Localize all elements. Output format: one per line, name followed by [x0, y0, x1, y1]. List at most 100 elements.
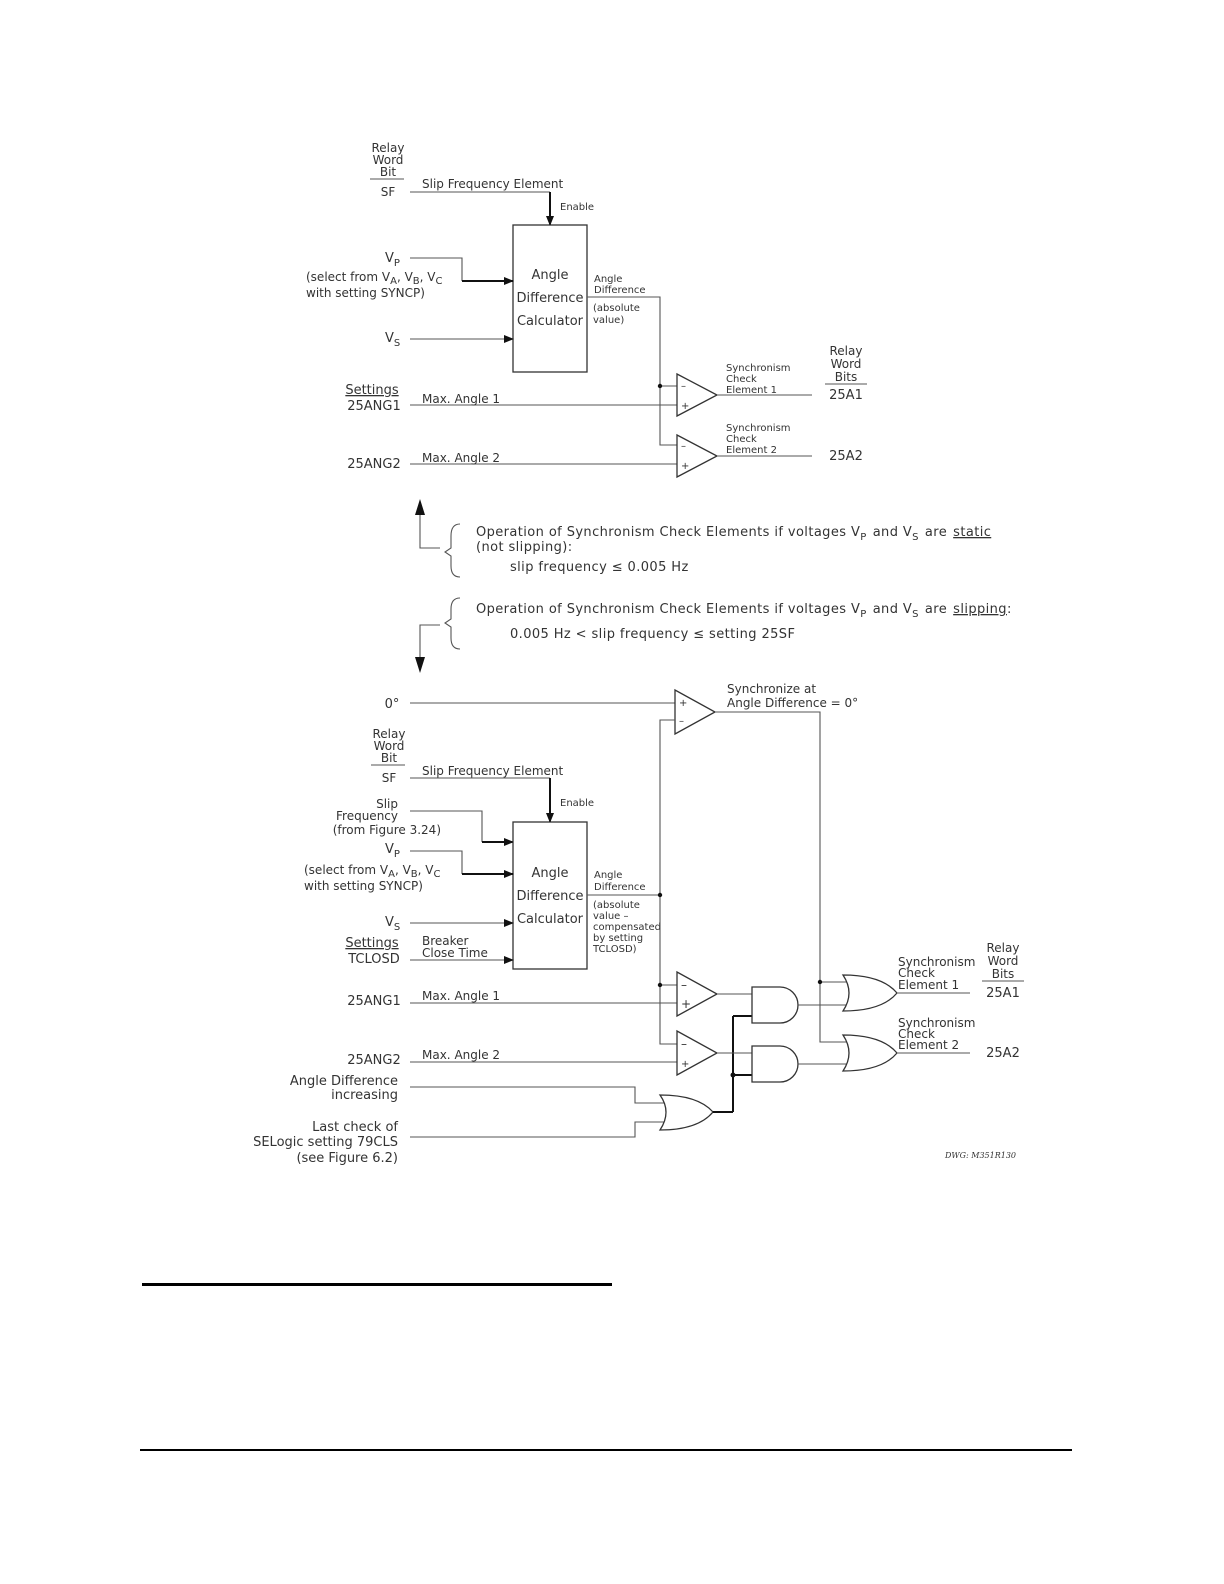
top-sync1-line2: Check [726, 374, 757, 385]
bottom-out1-label: 25A1 [986, 986, 1020, 1001]
top-rwbs-line1: Relay [830, 344, 863, 358]
bottom-slip-element-label: Slip Frequency Element [422, 764, 564, 778]
bottom-vp-label: VP [385, 842, 400, 860]
bottom-out2-label: 25A2 [986, 1046, 1020, 1061]
comp-note-line2: value – [593, 911, 629, 922]
top-25ang1-label: 25ANG1 [347, 399, 401, 414]
bottom-relay-label: Relay [373, 727, 406, 741]
slipfreq-wire [410, 810, 483, 842]
zero-comparator [674, 688, 717, 736]
top-angdiff-line1: Angle [594, 274, 622, 285]
last-check-line3: (see Figure 6.2) [296, 1151, 398, 1166]
top-sf-label: SF [381, 185, 396, 199]
bottom-calc-line2: Difference [516, 889, 583, 904]
top-calculator-box [512, 224, 588, 373]
top-comp2-minus: – [681, 441, 686, 452]
zero-comp-minus: – [679, 716, 684, 727]
top-select-label: (select from VA, VB, VC [306, 270, 443, 287]
top-relay-label: Relay [372, 141, 405, 155]
top-rwbs-line3: Bits [835, 370, 858, 384]
bottom-angdiff-bus [659, 719, 677, 1045]
top-calc-line1: Angle [532, 268, 569, 283]
slip-note-line2: 0.005 Hz < slip frequency ≤ setting 25SF [510, 627, 795, 642]
top-slip-element-label: Slip Frequency Element [422, 177, 564, 191]
bottom-angdiff-line1: Angle [594, 870, 622, 881]
top-absval-line2: value) [593, 315, 624, 326]
bottom-comparator-2 [676, 1029, 719, 1077]
bottom-sync1-line3: Element 1 [898, 978, 959, 992]
top-absval-line1: (absolute [593, 303, 640, 314]
bottom-sf-label: SF [382, 771, 397, 785]
incr-line2: increasing [331, 1088, 398, 1103]
bottom-sync2-line3: Element 2 [898, 1038, 959, 1052]
static-pointer-line [419, 502, 440, 549]
zero-comp-out-branch [819, 982, 848, 1043]
top-settings-label: Settings [345, 383, 399, 398]
slipfreq-line2: Frequency [336, 809, 398, 823]
comp1-junction [657, 982, 663, 988]
top-sync2-line3: Element 2 [726, 445, 777, 456]
bottom-25ang2-label: 25ANG2 [347, 1053, 401, 1068]
bcomp1-minus: – [681, 978, 687, 992]
bottom-max-angle2-label: Max. Angle 2 [422, 1048, 500, 1062]
bcomp1-plus: + [681, 997, 691, 1011]
bottom-comparator-1 [676, 970, 719, 1018]
bottom-max-angle1-label: Max. Angle 1 [422, 989, 500, 1003]
top-comparator-2 [676, 433, 719, 479]
bottom-rwbs-line3: Bits [992, 967, 1015, 981]
and-gate-1 [751, 986, 799, 1024]
slipfreq-line1: Slip [376, 797, 398, 811]
static-brace [444, 523, 461, 578]
bottom-sync1-line1: Synchronism [898, 955, 975, 969]
top-enable-label: Enable [560, 202, 594, 213]
top-rwbs-line2: Word [831, 357, 862, 371]
top-calc-line2: Difference [516, 291, 583, 306]
bottom-word-label: Word [374, 739, 405, 753]
top-vp-wire [410, 257, 463, 281]
top-sync1-line1: Synchronism [726, 363, 791, 374]
top-25ang2-label: 25ANG2 [347, 457, 401, 472]
zero-degree-label: 0° [385, 697, 400, 712]
bottom-diagram: 0° + – Synchronize at Angle Difference =… [253, 682, 1024, 1166]
top-comp1-plus: + [681, 401, 689, 412]
breaker-line2: Close Time [422, 946, 488, 960]
qualify-or-gate [658, 1094, 714, 1131]
top-out2-label: 25A2 [829, 449, 863, 464]
output-or-gate-2 [841, 1034, 898, 1072]
bottom-bit-label: Bit [381, 751, 398, 765]
caption-rule [142, 1283, 612, 1286]
static-up-arrowhead [415, 499, 425, 515]
static-note-line1: Operation of Synchronism Check Elements … [476, 525, 991, 543]
comp-note-line1: (absolute [593, 900, 640, 911]
sync-at-line1: Synchronize at [727, 682, 816, 696]
top-vp-label: VP [385, 251, 400, 269]
output-or-gate-1 [841, 974, 898, 1012]
zero-comp-out-wire [715, 711, 848, 983]
top-out1-label: 25A1 [829, 388, 863, 403]
bottom-rwbs-line2: Word [988, 954, 1019, 968]
last-check-line2: SELogic setting 79CLS [253, 1135, 398, 1150]
and-gate-2 [751, 1045, 799, 1083]
sync-at-line2: Angle Difference = 0° [727, 696, 858, 710]
top-max-angle1-label: Max. Angle 1 [422, 392, 500, 406]
slip-pointer-line [419, 624, 440, 670]
bottom-rwbs-line1: Relay [987, 941, 1020, 955]
footer-rule [140, 1449, 1072, 1451]
slipfreq-line3: (from Figure 3.24) [333, 823, 441, 837]
bottom-calculator-box [512, 821, 588, 970]
bcomp2-minus: – [681, 1037, 687, 1051]
comp-note-line4: by setting [593, 933, 643, 944]
bottom-calc-line1: Angle [532, 866, 569, 881]
top-comparator-1 [676, 372, 719, 418]
static-note-line2: (not slipping): [476, 540, 573, 555]
bottom-enable-label: Enable [560, 798, 594, 809]
static-note-line3: slip frequency ≤ 0.005 Hz [510, 560, 689, 575]
or-out-junction [730, 1072, 736, 1078]
top-syncp-label: with setting SYNCP) [306, 286, 425, 300]
top-word-label: Word [373, 153, 404, 167]
slip-down-arrowhead [415, 657, 425, 673]
comp-note-line3: compensated [593, 922, 661, 933]
operation-notes: Operation of Synchronism Check Elements … [415, 499, 1011, 673]
bottom-select-label: (select from VA, VB, VC [304, 863, 441, 880]
